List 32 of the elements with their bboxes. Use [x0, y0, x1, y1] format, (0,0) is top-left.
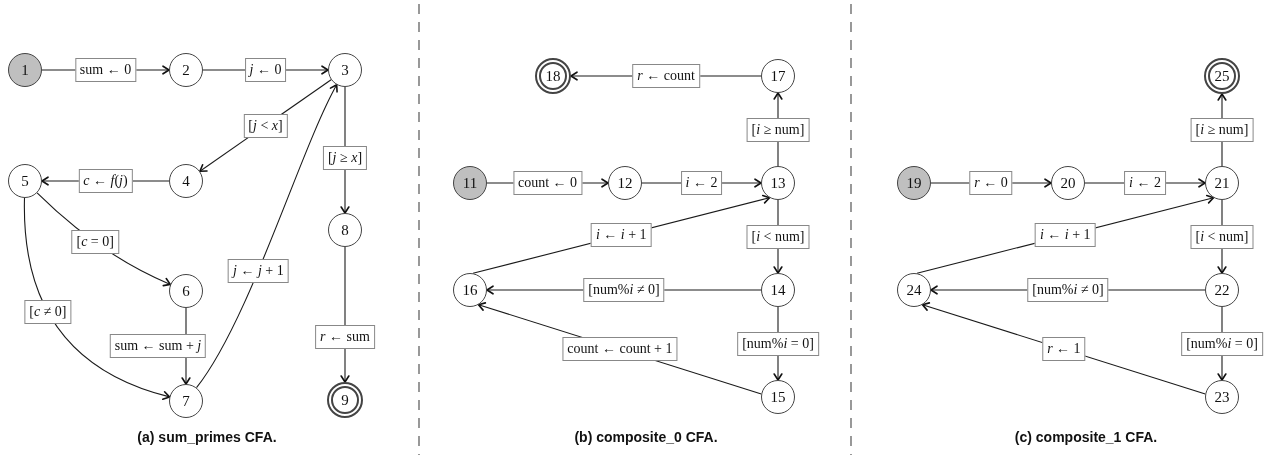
edge-label: [i < num]	[1190, 224, 1254, 249]
edge-label: r ← 1	[1042, 337, 1086, 362]
edge-label: [c = 0]	[71, 230, 119, 255]
edge-label: count ← 0	[512, 171, 583, 195]
edge-label: r ← count	[632, 64, 700, 88]
edge-label: [num%i ≠ 0]	[583, 278, 665, 302]
edge-label: [j < x]	[243, 113, 288, 138]
edge-label: [num%i ≠ 0]	[1027, 278, 1109, 302]
edge-label: sum ← 0	[74, 58, 137, 82]
edge-label: count ← count + 1	[562, 337, 678, 362]
edge-label: [c ≠ 0]	[24, 300, 72, 324]
edge-label: [j ≥ x]	[322, 145, 368, 170]
edge-label: i ← i + 1	[1034, 223, 1096, 248]
edge-label: r ← 0	[969, 171, 1013, 195]
edge-label: j ← 0	[244, 58, 287, 82]
arrow	[23, 197, 171, 400]
edge-label: [i ≥ num]	[746, 117, 810, 142]
edge-label: [num%i = 0]	[737, 331, 819, 356]
arrow	[195, 84, 339, 389]
edge-label: [i < num]	[746, 224, 810, 249]
edge-label: r ← sum	[315, 325, 375, 350]
figure-caption: (c) composite_1 CFA.	[1014, 428, 1158, 446]
edge-label: i ← 2	[680, 171, 723, 195]
edge-label: j ← j + 1	[228, 258, 289, 283]
edge-label: [num%i = 0]	[1181, 331, 1263, 356]
edge-label: i ← i + 1	[590, 223, 652, 248]
figure-caption: (a) sum_primes CFA.	[137, 428, 277, 446]
edge-label: c ← f(j)	[78, 169, 133, 193]
edge-label: [i ≥ num]	[1190, 118, 1254, 142]
edge-label: sum ← sum + j	[109, 334, 207, 358]
figure-caption: (b) composite_0 CFA.	[574, 428, 718, 446]
edge-label: i ← 2	[1124, 171, 1166, 195]
